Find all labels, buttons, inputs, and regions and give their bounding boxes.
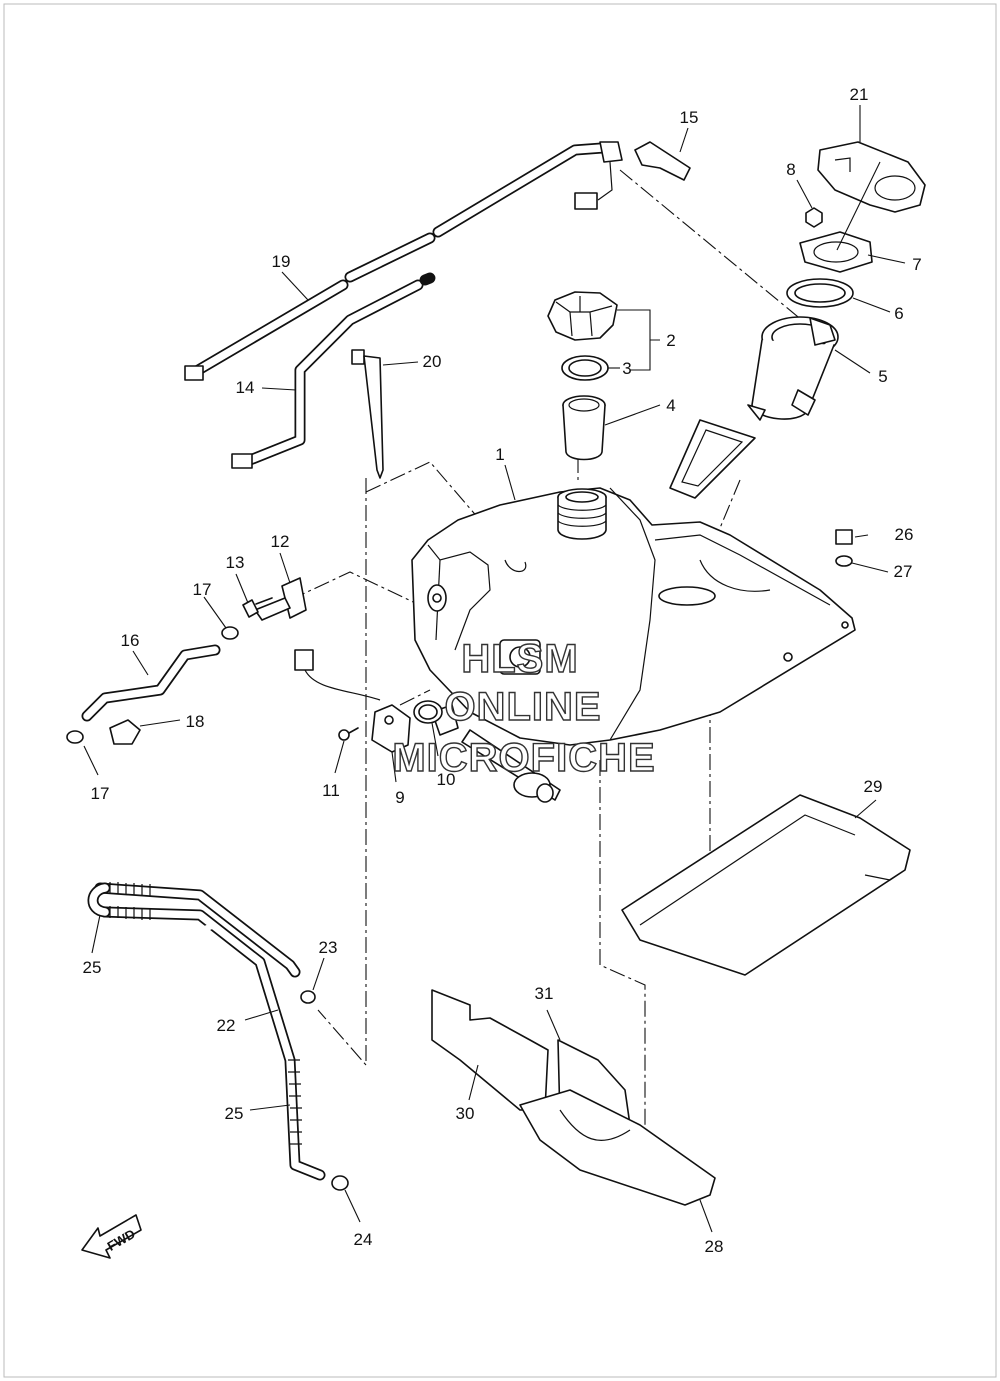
bolt-26 — [835, 529, 853, 545]
watermark-line-3: MICROFICHE — [392, 736, 655, 780]
callout-25-lower: 25 — [225, 1104, 244, 1123]
callout-19: 19 — [272, 252, 291, 271]
filler-strainer — [562, 395, 606, 461]
washer-27 — [835, 555, 853, 567]
callout-16: 16 — [121, 631, 140, 650]
callout-14: 14 — [236, 378, 255, 397]
hose-clamp-17 — [66, 626, 239, 744]
callout-26: 26 — [895, 525, 914, 544]
wiring-harness — [184, 141, 623, 381]
callout-24: 24 — [354, 1230, 373, 1249]
callout-10: 10 — [437, 770, 456, 789]
screw-11 — [338, 727, 359, 741]
pump-cover — [817, 141, 926, 213]
plug-23 — [300, 990, 316, 1004]
pad-28 — [519, 1089, 716, 1206]
fitting-12 — [254, 577, 307, 621]
callout-6: 6 — [894, 304, 903, 323]
callout-23: 23 — [319, 938, 338, 957]
sender-seal — [413, 700, 443, 724]
callout-4: 4 — [666, 396, 675, 415]
clamp-15 — [634, 141, 691, 181]
callout-7: 7 — [912, 255, 921, 274]
callout-29: 29 — [864, 777, 883, 796]
pump-retainer-plate — [799, 231, 873, 273]
callout-15: 15 — [680, 108, 699, 127]
drain-hose-22 — [87, 882, 326, 1181]
callout-30: 30 — [456, 1104, 475, 1123]
callout-12: 12 — [271, 532, 290, 551]
callout-numbers: 1 2 3 4 5 6 7 8 9 10 11 12 13 14 15 16 1… — [83, 85, 922, 1256]
callout-8: 8 — [786, 160, 795, 179]
callout-21: 21 — [850, 85, 869, 104]
callout-18: 18 — [186, 712, 205, 731]
callout-5: 5 — [878, 367, 887, 386]
callout-13: 13 — [226, 553, 245, 572]
callout-9: 9 — [395, 788, 404, 807]
callout-3: 3 — [622, 359, 631, 378]
callout-17-lower: 17 — [91, 784, 110, 803]
forward-direction-arrow: FWD — [81, 1214, 142, 1259]
fuel-cap — [547, 291, 618, 341]
callout-27: 27 — [894, 562, 913, 581]
cable-tie — [351, 349, 384, 479]
watermark: HLSM ONLINE MICROFICHE — [392, 636, 656, 780]
pad-30 — [431, 989, 549, 1111]
fuel-pump — [669, 316, 839, 499]
bolt-13 — [242, 597, 273, 618]
clamp-24 — [331, 1175, 349, 1191]
pump-gasket — [786, 278, 854, 308]
breather-hose-14 — [231, 272, 436, 469]
hose-16 — [81, 644, 221, 722]
callout-2: 2 — [666, 331, 675, 350]
callout-28: 28 — [705, 1237, 724, 1256]
callout-25-upper: 25 — [83, 958, 102, 977]
corrugated-sleeve-25 — [109, 882, 302, 1145]
nut-8 — [805, 207, 823, 228]
callout-20: 20 — [423, 352, 442, 371]
pad-29 — [621, 794, 911, 976]
float — [513, 772, 554, 803]
watermark-line-2: ONLINE — [444, 685, 601, 729]
callout-11: 11 — [322, 781, 340, 800]
callout-31: 31 — [535, 984, 554, 1003]
leader-lines — [83, 105, 906, 1233]
watermark-line-1: HLSM — [461, 637, 578, 681]
callout-22: 22 — [217, 1016, 236, 1035]
callout-17-upper: 17 — [193, 580, 212, 599]
fuel-tank — [411, 487, 856, 746]
clamp-18 — [109, 719, 141, 745]
diagram-border — [3, 3, 997, 1378]
cap-gasket — [561, 355, 609, 381]
callout-1: 1 — [495, 445, 504, 464]
